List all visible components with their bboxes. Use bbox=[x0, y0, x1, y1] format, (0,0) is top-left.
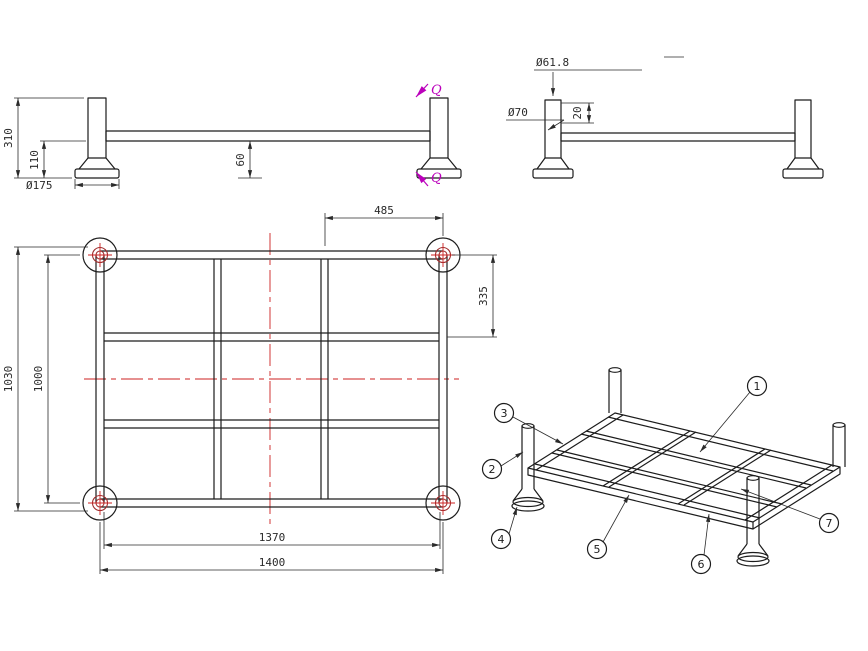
side-elevation-view: Ø61.8 Ø70 20 bbox=[506, 56, 824, 179]
corner-post-top-left bbox=[82, 237, 118, 273]
section-mark-bottom: Q bbox=[415, 171, 442, 187]
dim-width-centers-label: 1400 bbox=[259, 556, 286, 569]
front-left-foot bbox=[74, 168, 120, 179]
balloon-1-label: 1 bbox=[754, 380, 761, 393]
side-rail bbox=[560, 132, 796, 142]
section-mark-top: Q bbox=[415, 83, 442, 98]
iso-post-back bbox=[608, 367, 622, 413]
dim-clearance: 60 bbox=[234, 141, 262, 179]
isometric-view: 1 2 3 4 5 bbox=[481, 367, 846, 575]
section-mark-top-label: Q bbox=[431, 83, 442, 98]
balloon-3: 3 bbox=[493, 402, 564, 445]
dim-depth-overall: 1030 bbox=[2, 246, 88, 512]
dim-width-inner-label: 1370 bbox=[259, 531, 286, 544]
section-mark-bottom-label: Q bbox=[431, 171, 442, 186]
iso-post-right bbox=[832, 422, 846, 467]
iso-post-left bbox=[521, 423, 535, 468]
corner-post-bottom-left bbox=[82, 485, 118, 521]
side-left-foot bbox=[532, 168, 574, 179]
balloon-6: 6 bbox=[690, 513, 712, 575]
balloon-7: 7 bbox=[740, 488, 840, 534]
plan-corner-posts bbox=[82, 237, 461, 521]
dim-bay-width: 485 bbox=[324, 204, 444, 246]
plan-view: 485 335 1030 1000 1370 14 bbox=[2, 204, 497, 574]
side-right-foot bbox=[782, 168, 824, 179]
balloon-1: 1 bbox=[699, 375, 768, 453]
iso-post-front bbox=[746, 475, 760, 522]
front-elevation-view: 310 110 Ø175 60 Q Q bbox=[2, 83, 462, 192]
dim-clearance-label: 60 bbox=[234, 153, 247, 166]
dim-total-height-label: 310 bbox=[2, 128, 15, 148]
dim-depth-overall-label: 1030 bbox=[2, 366, 15, 393]
front-left-leg bbox=[74, 97, 120, 179]
iso-foot-front bbox=[736, 522, 770, 567]
plan-frame bbox=[95, 250, 448, 508]
dim-tube-dia-label: Ø61.8 bbox=[536, 56, 569, 69]
balloon-7-label: 7 bbox=[826, 517, 833, 530]
dim-offset-label: 20 bbox=[571, 106, 584, 119]
front-right-leg bbox=[416, 97, 462, 179]
dim-post-dia: Ø70 bbox=[506, 106, 565, 131]
dim-width-centers: 1400 bbox=[99, 522, 444, 574]
dim-foot-dia-label: Ø175 bbox=[26, 179, 53, 192]
dim-foot-height-label: 110 bbox=[28, 150, 41, 170]
balloon-6-label: 6 bbox=[698, 558, 705, 571]
front-rail bbox=[105, 130, 431, 142]
balloon-5: 5 bbox=[586, 494, 630, 560]
dim-total-height: 310 bbox=[2, 97, 84, 179]
dim-tube-dia: Ø61.8 bbox=[534, 56, 684, 96]
dim-bay-depth: 335 bbox=[447, 254, 497, 338]
iso-frame bbox=[527, 412, 841, 530]
dim-foot-dia: Ø175 bbox=[26, 179, 120, 192]
balloon-5-label: 5 bbox=[594, 543, 601, 556]
plan-grid-bars bbox=[104, 259, 439, 499]
dim-foot-height: 110 bbox=[28, 140, 86, 178]
balloon-3-label: 3 bbox=[501, 407, 508, 420]
balloon-2: 2 bbox=[481, 451, 524, 480]
dim-depth-centers-label: 1000 bbox=[32, 366, 45, 393]
balloon-4: 4 bbox=[490, 506, 518, 550]
balloon-4-label: 4 bbox=[498, 533, 505, 546]
iso-grid-bars bbox=[551, 430, 812, 508]
dim-post-dia-label: Ø70 bbox=[508, 106, 528, 119]
dim-bay-depth-label: 335 bbox=[477, 286, 490, 306]
balloon-2-label: 2 bbox=[489, 463, 496, 476]
dim-offset: 20 bbox=[561, 102, 594, 124]
side-right-leg bbox=[782, 99, 824, 179]
balloon-callouts: 1 2 3 4 5 bbox=[481, 375, 840, 575]
dim-depth-centers: 1000 bbox=[32, 254, 80, 504]
side-left-leg bbox=[532, 99, 574, 179]
iso-foot-left bbox=[511, 468, 545, 512]
corner-post-bottom-right bbox=[425, 485, 461, 521]
dim-width-inner: 1370 bbox=[103, 512, 441, 549]
dim-bay-width-label: 485 bbox=[374, 204, 394, 217]
